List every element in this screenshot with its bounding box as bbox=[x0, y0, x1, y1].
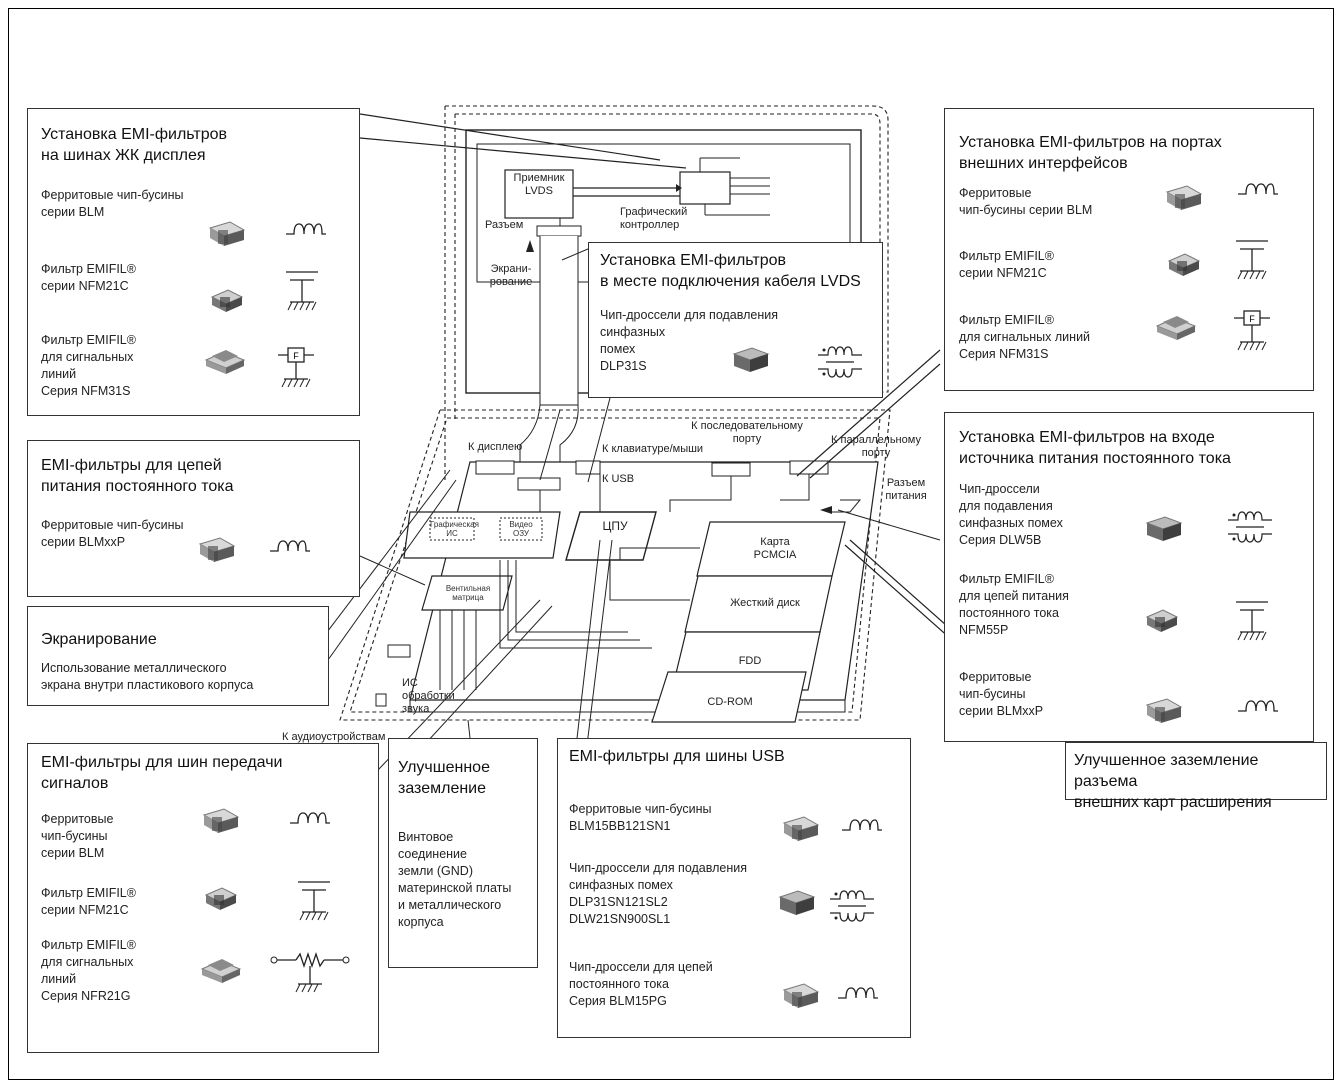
item-label: Ферритовые чип-бусины серии BLM bbox=[41, 188, 184, 219]
panel-dc-power: EMI-фильтры для цепей питания постоянног… bbox=[27, 440, 360, 597]
panel-improved-ground: Улучшенное заземление Винтовое соединени… bbox=[388, 738, 538, 968]
item-label: Чип-дроссели для подавления синфазных по… bbox=[569, 861, 748, 926]
inductor-symbol-icon bbox=[284, 220, 328, 245]
filter-symbol-icon: F bbox=[1232, 308, 1272, 361]
ferrite-bead-chip-icon bbox=[1143, 695, 1185, 725]
panel-title: Установка EMI-фильтров на портах внешних… bbox=[959, 134, 1222, 172]
capacitor-ground-symbol-icon bbox=[1232, 237, 1272, 290]
panel-lcd-bus: Установка EMI-фильтров на шинах ЖК диспл… bbox=[27, 108, 360, 416]
item-label: Ферритовые чип-бусины BLM15BB121SN1 bbox=[569, 802, 712, 833]
gate-array-label: Вентильная матрица bbox=[445, 584, 491, 602]
inductor-symbol-icon bbox=[1236, 697, 1280, 722]
svg-text:F: F bbox=[293, 351, 299, 361]
common-mode-choke-symbol-icon bbox=[828, 887, 876, 928]
choke-chip-icon bbox=[730, 344, 772, 374]
ferrite-bead-chip-icon bbox=[200, 805, 242, 835]
to-audio-label: К аудиоустройствам bbox=[282, 731, 386, 743]
common-mode-choke-symbol-icon bbox=[816, 343, 864, 384]
filter-chip-icon bbox=[200, 955, 242, 985]
hdd-label: Жесткий диск bbox=[730, 597, 800, 609]
item-label: Чип-дроссели для подавления синфазных по… bbox=[600, 308, 779, 373]
capacitor-chip-icon bbox=[206, 285, 248, 315]
inductor-symbol-icon bbox=[836, 984, 880, 1009]
graphics-controller-block bbox=[679, 171, 731, 205]
item-label: Чип-дроссели для подавления синфазных по… bbox=[959, 482, 1063, 547]
item-label: Фильтр EMIFIL® для сигнальных линий Сери… bbox=[41, 938, 136, 1003]
pcmcia-label: Карта PCMCIA bbox=[753, 536, 797, 561]
panel-title: Установка EMI-фильтров в месте подключен… bbox=[600, 252, 861, 290]
item-label: Ферритовые чип-бусины серии BLMxxP bbox=[41, 518, 184, 549]
capacitor-ground-symbol-icon bbox=[282, 268, 322, 321]
panel-text: Использование металлического экрана внут… bbox=[41, 661, 254, 692]
to-serial-label: К последовательному порту bbox=[691, 420, 803, 445]
inductor-symbol-icon bbox=[1236, 180, 1280, 205]
diagram-frame bbox=[8, 8, 1334, 1080]
inductor-symbol-icon bbox=[288, 809, 332, 834]
item-label: Фильтр EMIFIL® серии NFM21C bbox=[41, 886, 136, 917]
item-label: Чип-дроссели для цепей постоянного тока … bbox=[569, 960, 713, 1008]
panel-external-ports: Установка EMI-фильтров на портах внешних… bbox=[944, 108, 1314, 391]
item-label: Фильтр EMIFIL® для сигнальных линий Сери… bbox=[959, 313, 1091, 361]
capacitor-chip-icon bbox=[1163, 249, 1205, 279]
panel-title: Установка EMI-фильтров на входе источник… bbox=[959, 429, 1231, 467]
graphics-controller-label: Графический контроллер bbox=[620, 206, 688, 231]
connector-label: Разъем bbox=[485, 219, 524, 231]
choke-chip-icon bbox=[1143, 513, 1185, 543]
panel-expansion-ground: Улучшенное заземление разъема внешних ка… bbox=[1065, 742, 1327, 811]
capacitor-ground-symbol-icon bbox=[1232, 598, 1272, 651]
cpu-label: ЦПУ bbox=[602, 519, 628, 533]
resistor-filter-symbol-icon bbox=[270, 950, 350, 1003]
panel-title: Улучшенное заземление bbox=[398, 759, 490, 797]
panel-title: EMI-фильтры для шин передачи сигналов bbox=[41, 754, 283, 792]
panel-title: Установка EMI-фильтров на шинах ЖК диспл… bbox=[41, 126, 227, 164]
lvds-receiver-label: Приемник LVDS bbox=[513, 172, 565, 197]
capacitor-chip-icon bbox=[200, 883, 242, 913]
capacitor-chip-icon bbox=[1141, 605, 1183, 635]
filter-chip-icon bbox=[204, 346, 246, 376]
to-parallel-label: К параллельному порту bbox=[831, 434, 921, 459]
to-display-label: К дисплею bbox=[468, 441, 523, 453]
panel-title: Экранирование bbox=[41, 631, 157, 648]
panel-lvds-cable: Установка EMI-фильтров в месте подключен… bbox=[588, 242, 883, 398]
lvds-receiver-block bbox=[504, 169, 574, 219]
ferrite-bead-chip-icon bbox=[780, 980, 822, 1010]
ferrite-bead-chip-icon bbox=[1163, 182, 1205, 212]
panel-title: EMI-фильтры для шины USB bbox=[569, 748, 785, 765]
capacitor-ground-symbol-icon bbox=[294, 878, 334, 931]
ferrite-bead-chip-icon bbox=[206, 218, 248, 248]
ferrite-bead-chip-icon bbox=[196, 534, 238, 564]
panel-shielding: Экранирование Использование металлическо… bbox=[27, 606, 329, 706]
filter-symbol-icon: F bbox=[276, 345, 316, 398]
panel-title: EMI-фильтры для цепей питания постоянног… bbox=[41, 457, 234, 495]
graphics-ic-label: Графическая ИС bbox=[430, 520, 479, 538]
panel-power-input: Установка EMI-фильтров на входе источник… bbox=[944, 412, 1314, 742]
filter-chip-icon bbox=[1155, 312, 1197, 342]
shielding-label: Экрани- рование bbox=[489, 263, 533, 288]
item-label: Фильтр EMIFIL® для сигнальных линий Сери… bbox=[41, 333, 136, 398]
usb-label: К USB bbox=[602, 473, 635, 485]
svg-text:F: F bbox=[1249, 314, 1255, 324]
item-label: Ферритовые чип-бусины серии BLM bbox=[41, 812, 114, 860]
video-ram-label: Видео ОЗУ bbox=[509, 520, 533, 538]
item-label: Фильтр EMIFIL® для цепей питания постоян… bbox=[959, 572, 1069, 637]
panel-signal-buses: EMI-фильтры для шин передачи сигналов Фе… bbox=[27, 743, 379, 1053]
inductor-symbol-icon bbox=[268, 537, 312, 562]
panel-title: Улучшенное заземление разъема внешних ка… bbox=[1074, 752, 1272, 811]
panel-usb: EMI-фильтры для шины USB Ферритовые чип-… bbox=[557, 738, 911, 1038]
common-mode-choke-symbol-icon bbox=[1226, 508, 1274, 549]
ferrite-bead-chip-icon bbox=[780, 813, 822, 843]
inductor-symbol-icon bbox=[840, 816, 884, 841]
item-label: Ферритовые чип-бусины серии BLMxxP bbox=[959, 670, 1044, 718]
sound-ic-label: ИС обработки звука bbox=[402, 677, 455, 715]
item-label: Фильтр EMIFIL® серии NFM21C bbox=[959, 249, 1054, 280]
item-label: Фильтр EMIFIL® серии NFM21C bbox=[41, 262, 136, 293]
to-keyboard-label: К клавиатуре/мыши bbox=[602, 443, 704, 455]
item-label: Ферритовые чип-бусины серии BLM bbox=[959, 186, 1093, 217]
panel-text: Винтовое соединение земли (GND) материнс… bbox=[398, 830, 512, 929]
power-jack-label: Разъем питания bbox=[885, 477, 927, 502]
choke-chip-icon bbox=[776, 887, 818, 917]
cdrom-label: CD-ROM bbox=[707, 696, 753, 708]
fdd-label: FDD bbox=[738, 655, 762, 667]
